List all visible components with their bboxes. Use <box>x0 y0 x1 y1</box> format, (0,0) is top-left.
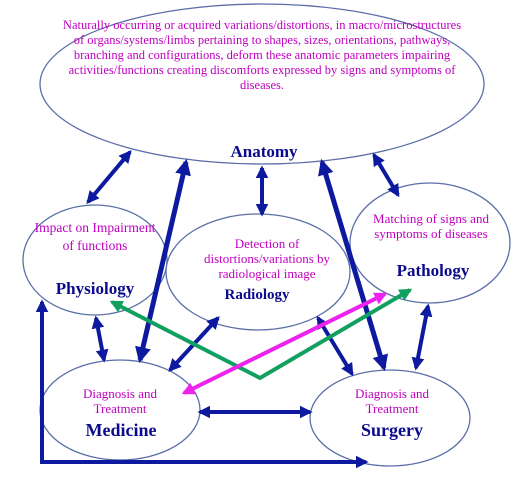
pathology-title: Pathology <box>396 261 470 280</box>
arrow-anatomy-pathology <box>372 152 400 198</box>
anatomy-description: Naturally occurring or acquired variatio… <box>62 18 462 92</box>
arrow-anatomy-physiology <box>86 150 132 204</box>
physiology-title: Physiology <box>55 279 135 298</box>
surgery-description: Diagnosis and Treatment <box>354 386 430 416</box>
arrow-medicine-pathology-magenta <box>181 292 388 395</box>
pathology-ellipse <box>349 182 511 304</box>
anatomy-title: Anatomy <box>230 142 298 161</box>
medicine-description: Diagnosis and Treatment <box>82 386 158 416</box>
radiology-title: Radiology <box>224 287 290 303</box>
physiology-description: Impact on Impairment of functions <box>34 220 156 253</box>
arrow-surgery-physiology-loop <box>35 299 369 469</box>
anatomy-ellipse <box>39 3 485 165</box>
medicine-title: Medicine <box>85 420 157 440</box>
surgery-ellipse <box>309 369 471 467</box>
surgery-title: Surgery <box>361 420 423 440</box>
radiology-description: Detection of distortions/variations by r… <box>203 236 331 281</box>
arrow-physiology-medicine <box>91 315 109 363</box>
arrow-pathology-surgery <box>411 303 433 371</box>
pathology-description: Matching of signs and symptoms of diseas… <box>373 211 489 241</box>
